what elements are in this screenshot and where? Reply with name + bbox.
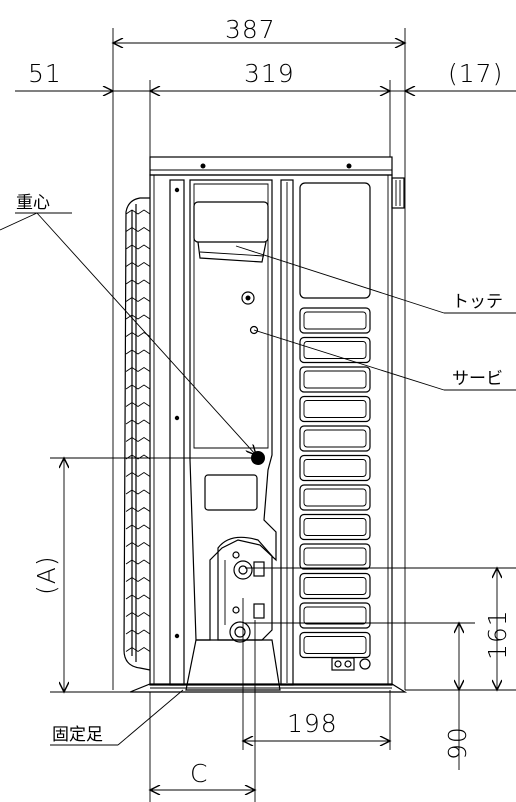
fin-slot-inner (303, 311, 367, 330)
fin-slot-inner (303, 459, 367, 477)
heat-exchanger-fins (299, 182, 371, 659)
dim-387: 387 (225, 15, 276, 44)
grille-rib (125, 629, 151, 635)
label-service: サービ (452, 369, 503, 389)
grille-rib (125, 506, 151, 513)
fin-panel-top (299, 182, 371, 299)
fin-slot (299, 484, 371, 511)
fin-slot (299, 513, 371, 541)
fin-slot (299, 307, 371, 334)
grille-rib (125, 524, 151, 530)
dim-90: 90 (443, 726, 472, 760)
center-panel (185, 179, 281, 691)
grille-rib (125, 209, 151, 215)
part-labels: 重心 トッテ サービ 固定足 (16, 193, 503, 745)
grille-rib (125, 366, 151, 373)
fin-slot (299, 602, 371, 629)
fin-slot-inner (303, 547, 367, 566)
grille-rib (125, 541, 151, 548)
fin-slot (299, 425, 371, 452)
label-mounting-foot: 固定足 (52, 725, 103, 745)
grille-rib (125, 279, 151, 285)
grille-rib (125, 261, 151, 268)
fin-slot-inner (303, 518, 367, 536)
dim-198: 198 (287, 709, 338, 738)
grille-rib (125, 244, 151, 250)
grille-rib (125, 226, 151, 233)
grille-rib (125, 296, 151, 303)
fin-slot-inner (303, 577, 367, 595)
fin-slot-inner (303, 370, 367, 389)
fin-slot-inner (303, 429, 367, 448)
label-handle: トッテ (452, 292, 503, 312)
fin-slot (299, 395, 371, 423)
grille-rib (125, 489, 151, 495)
grille-rib (125, 611, 151, 618)
dim-17: (17) (448, 59, 503, 88)
label-center-of-gravity: 重心 (16, 193, 50, 213)
fin-slot-inner (303, 636, 367, 654)
fin-slot (299, 336, 371, 364)
fan-grille (123, 197, 151, 671)
leader-lines (0, 212, 516, 746)
grille-rib (125, 594, 151, 600)
grille-rib (125, 419, 151, 425)
dimension-labels: 387 319 51 (17) 198 C (A) 161 90 (28, 15, 512, 788)
grille-rib (125, 349, 151, 355)
fin-slot-inner (303, 400, 367, 418)
mounting-foot-shape (129, 683, 408, 693)
dim-51: 51 (28, 59, 62, 88)
grille-rib (125, 401, 151, 408)
fin-slot-inner (303, 488, 367, 507)
grille-rib (125, 559, 151, 565)
fin-slot (299, 454, 371, 482)
fin-slot-inner (303, 341, 367, 359)
dimension-lines (15, 28, 516, 802)
dim-c: C (190, 759, 208, 788)
dim-a: (A) (32, 555, 61, 595)
dim-161: 161 (483, 609, 512, 660)
drain-terminal (331, 657, 371, 671)
dim-319: 319 (244, 59, 295, 88)
grille-rib (125, 471, 151, 478)
fin-slot-inner (303, 606, 367, 625)
grille-rib (125, 576, 151, 583)
grille-rib (125, 646, 151, 653)
fin-slot (299, 572, 371, 600)
grille-rib (125, 436, 151, 443)
fin-slot (299, 366, 371, 393)
unit-body (149, 156, 405, 686)
grille-rib (125, 454, 151, 460)
grille-rib (125, 384, 151, 390)
fin-slot (299, 543, 371, 570)
